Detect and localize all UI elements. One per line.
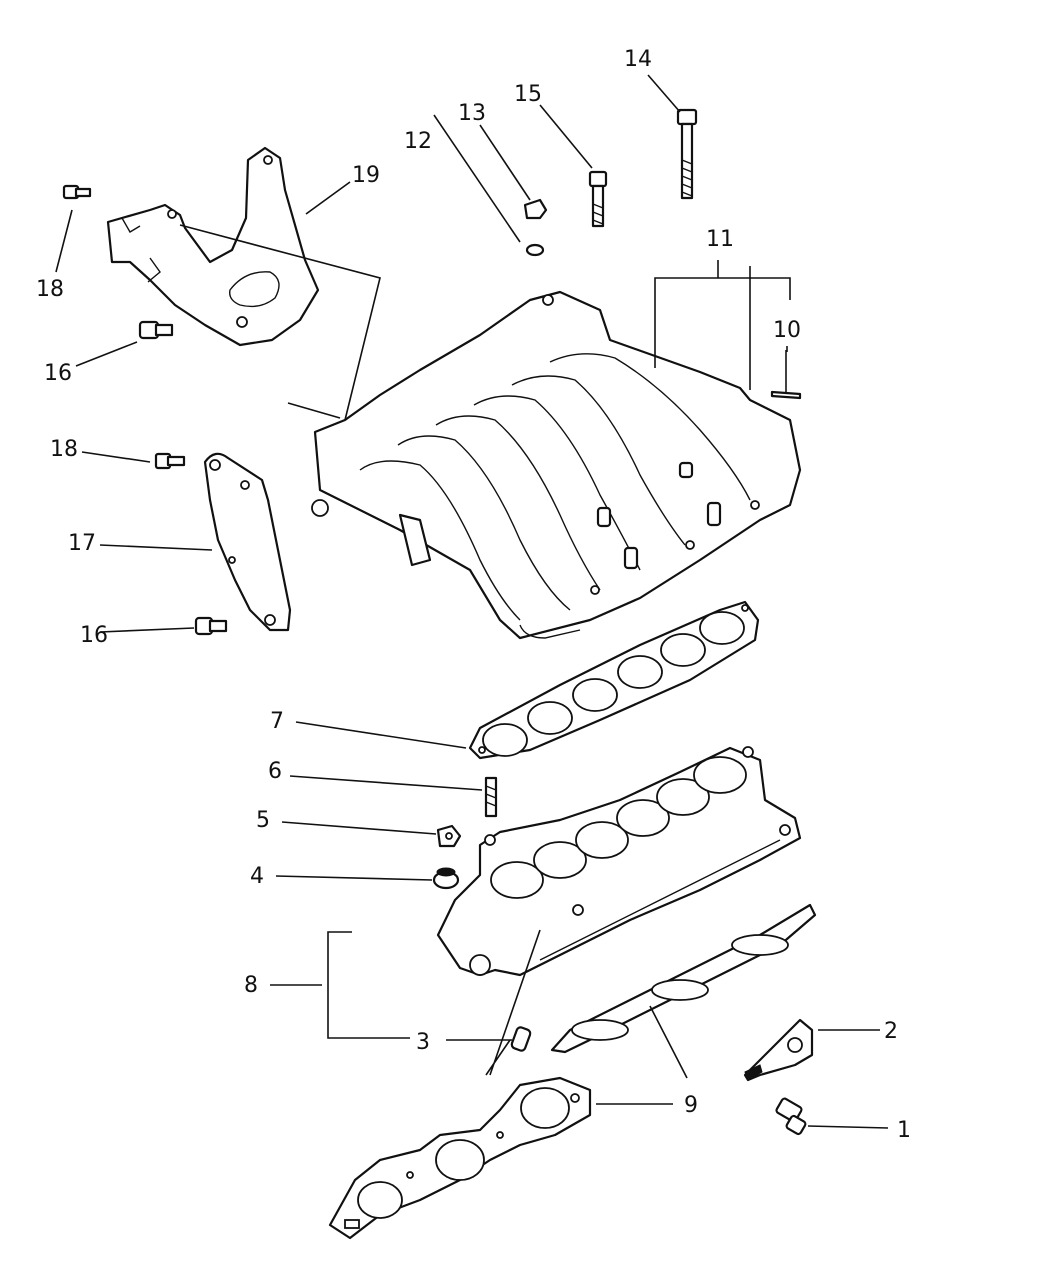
leader-19-mount — [179, 224, 381, 421]
callout-16-lower: 16 — [80, 623, 108, 648]
stud-6 — [484, 776, 498, 818]
callout-18-lower: 18 — [50, 437, 78, 462]
bolt-1 — [775, 1097, 807, 1136]
callout-3: 3 — [416, 1030, 430, 1055]
bolt-18-lower — [154, 452, 186, 470]
bracket-2 — [743, 1018, 814, 1082]
callout-12: 12 — [404, 129, 432, 154]
callout-9a: 9 — [684, 1093, 698, 1118]
pin-10 — [770, 350, 802, 400]
callout-17: 17 — [68, 531, 96, 556]
lower-intake-manifold — [436, 746, 802, 977]
nut-5 — [436, 824, 462, 848]
callout-19: 19 — [352, 163, 380, 188]
bolt-16-upper — [138, 320, 174, 340]
gasket-7 — [468, 600, 760, 760]
dowel-3 — [510, 1026, 532, 1052]
upper-intake-manifold — [311, 290, 802, 640]
callout-13: 13 — [458, 101, 486, 126]
bolt-14 — [676, 108, 698, 200]
callout-18-upper: 18 — [36, 277, 64, 302]
lower-bracket — [203, 452, 292, 632]
callout-8-bracket — [327, 931, 410, 1039]
leader-3-arrow — [485, 929, 541, 1076]
bolt-18-upper — [62, 184, 92, 200]
callout-16-upper: 16 — [44, 361, 72, 386]
gasket-9-lower — [328, 1076, 592, 1240]
callout-10: 10 — [773, 318, 801, 343]
bolt-16-lower — [194, 616, 228, 636]
bolt-15 — [588, 170, 608, 228]
callout-8: 8 — [244, 973, 258, 998]
grommet-4 — [432, 867, 460, 890]
leader-19-mount-2 — [287, 402, 341, 419]
washer-12 — [525, 243, 545, 257]
callout-11-bracket — [654, 260, 791, 390]
callout-15: 15 — [514, 82, 542, 107]
callout-1: 1 — [897, 1118, 911, 1143]
callout-14: 14 — [624, 47, 652, 72]
callout-7: 7 — [270, 709, 284, 734]
callout-5: 5 — [256, 808, 270, 833]
nut-13 — [523, 198, 548, 220]
callout-11: 11 — [706, 227, 734, 252]
callout-2: 2 — [884, 1019, 898, 1044]
leader-lines — [55, 74, 889, 1129]
gasket-9-upper — [550, 903, 817, 1054]
callout-4: 4 — [250, 864, 264, 889]
upper-bracket — [106, 146, 320, 347]
callout-6: 6 — [268, 759, 282, 784]
callout-labels: 1 2 3 4 5 6 7 8 9 10 11 12 13 14 15 16 1… — [36, 47, 911, 1143]
